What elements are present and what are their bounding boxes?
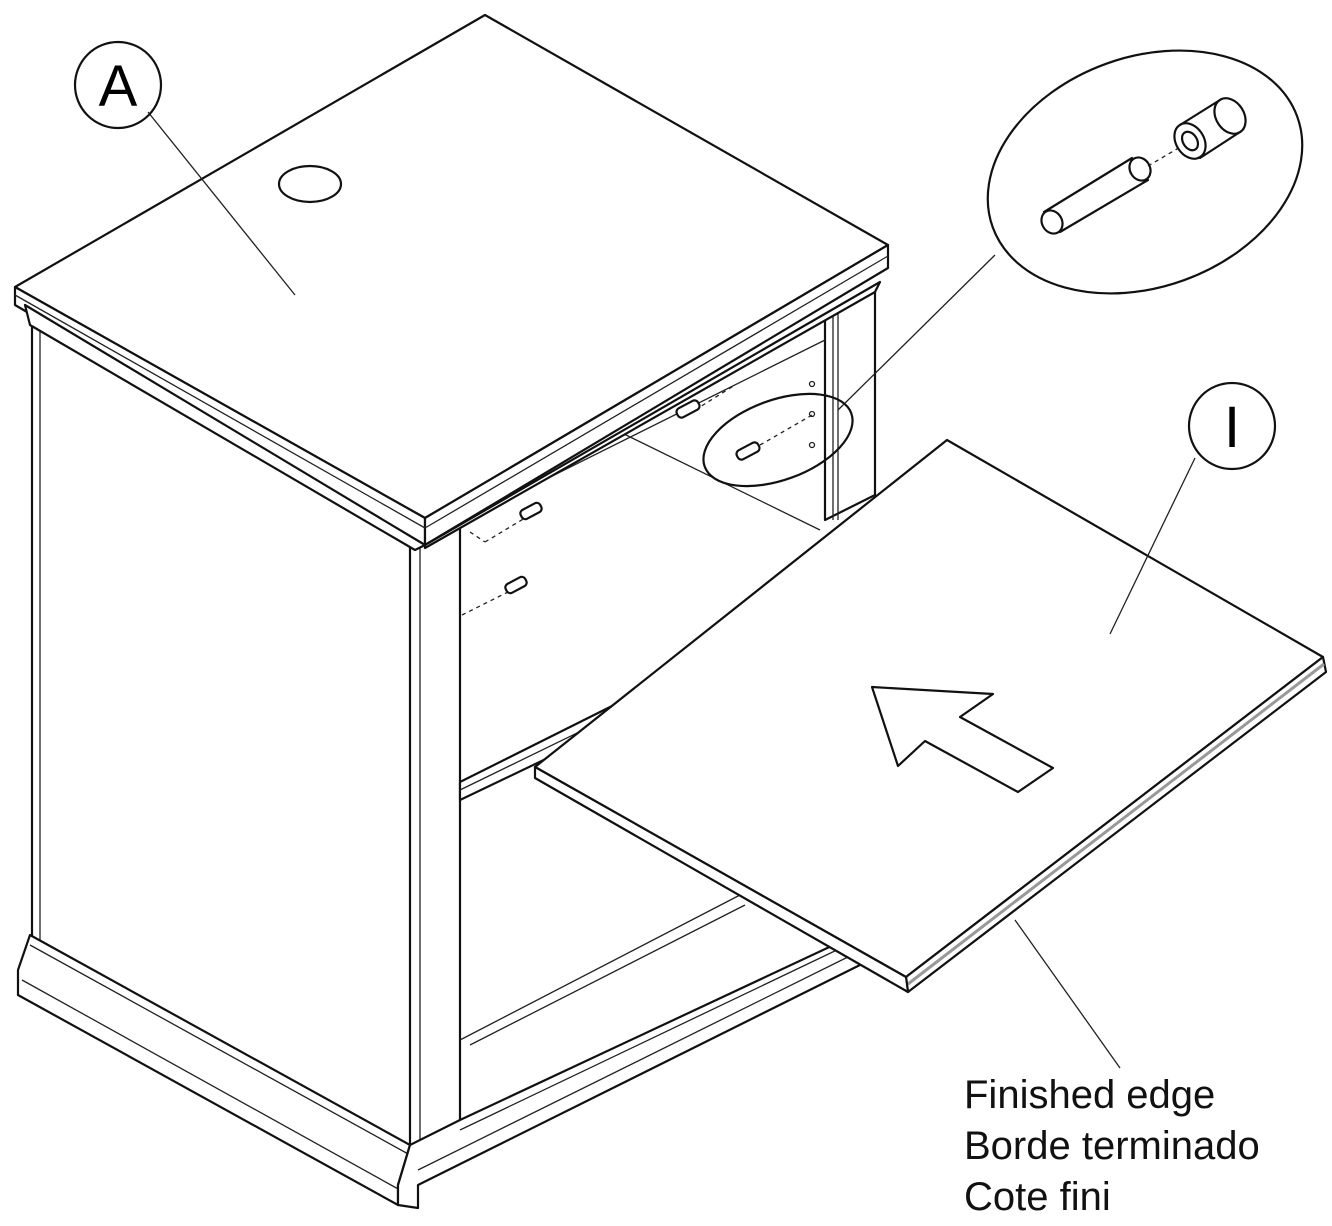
cabinet-body [16,288,877,1210]
caption-english: Finished edge [964,1073,1216,1117]
shelf-support-detail [1173,97,1247,160]
detail-highlight [702,392,854,488]
caption-leader [1014,919,1121,1069]
callout-i-label: I [1224,395,1240,460]
shelf-panel [533,438,1328,994]
cabinet-top [13,13,890,552]
cabinet-front-stile [408,520,462,1162]
callout-i: I [1109,381,1277,635]
grommet-hole [277,164,343,204]
cabinet-base-front [396,926,872,1210]
caption-french: Cote fini [964,1175,1111,1219]
insert-direction-arrow [870,685,1055,794]
shelf-pins [461,380,816,616]
finished-edge-caption: Finished edge Borde terminado Cote fini [964,1070,1260,1223]
callout-a: A [73,40,296,296]
dowel-pin-detail [1040,156,1152,235]
callout-a-label: A [99,54,138,119]
caption-spanish: Borde terminado [964,1124,1260,1168]
detail-bubble [986,49,1304,295]
